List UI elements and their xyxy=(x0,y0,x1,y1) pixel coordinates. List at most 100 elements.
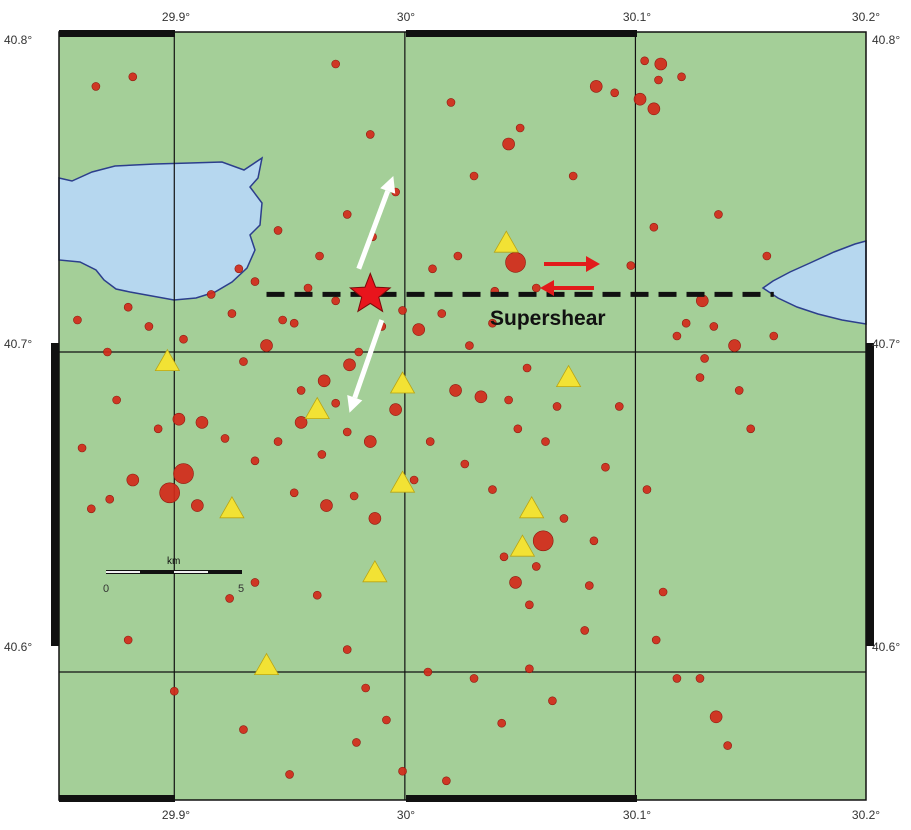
aftershock-event xyxy=(250,578,260,587)
aftershock-event xyxy=(734,386,744,395)
aftershock-event xyxy=(225,594,234,603)
aftershock-event xyxy=(654,57,668,71)
x-tick-bottom: 30° xyxy=(397,808,415,822)
x-tick-bottom: 29.9° xyxy=(162,808,190,822)
aftershock-event xyxy=(105,494,115,504)
aftershock-event xyxy=(412,323,425,336)
aftershock-event xyxy=(610,88,619,98)
frame-bar-top xyxy=(406,30,637,37)
aftershock-event xyxy=(442,776,451,786)
aftershock-event xyxy=(153,424,163,434)
aftershock-event xyxy=(428,264,437,274)
aftershock-event xyxy=(409,475,419,485)
aftershock-event xyxy=(312,590,322,600)
rupture-arrow-shaft xyxy=(352,319,385,399)
aftershock-event xyxy=(172,412,186,426)
aftershock-event xyxy=(320,499,333,512)
aftershock-event xyxy=(647,102,661,116)
aftershock-event xyxy=(179,334,188,344)
aftershock-event xyxy=(398,766,407,776)
aftershock-event xyxy=(714,210,723,219)
aftershock-event xyxy=(123,635,133,645)
aftershock-event xyxy=(474,390,488,404)
x-tick-top: 30° xyxy=(397,10,415,24)
aftershock-event xyxy=(502,137,515,151)
aftershock-event xyxy=(126,473,140,487)
aftershock-event xyxy=(709,322,719,331)
y-tick-left: 40.6° xyxy=(4,640,32,654)
aftershock-event xyxy=(239,725,248,734)
aftershock-event xyxy=(77,443,87,453)
y-tick-right: 40.7° xyxy=(872,337,900,351)
aftershock-event xyxy=(746,424,756,434)
aftershock-event xyxy=(368,512,382,525)
coordinate-grid xyxy=(59,32,866,800)
aftershock-event xyxy=(762,251,772,261)
frame-bar-right xyxy=(866,343,874,646)
aftershock-event xyxy=(365,130,375,139)
aftershock-event xyxy=(86,504,96,514)
frame-bar-top xyxy=(59,30,175,37)
aftershock-event xyxy=(465,341,474,350)
aftershock-event xyxy=(331,296,340,306)
aftershock-event xyxy=(343,358,356,372)
map-frame-bars xyxy=(51,30,874,802)
aftershock-event xyxy=(278,315,287,325)
aftershock-event xyxy=(315,251,324,261)
aftershock-event xyxy=(317,374,331,388)
aftershock-event xyxy=(361,683,370,693)
scale-bar-unit: km xyxy=(167,556,180,567)
aftershock-event xyxy=(250,277,260,286)
station-triangle-icon xyxy=(219,495,245,519)
aftershock-event xyxy=(289,488,299,498)
aftershock-event xyxy=(437,309,447,318)
aftershock-event xyxy=(398,306,407,315)
aftershock-event xyxy=(531,283,541,293)
x-tick-top: 30.1° xyxy=(623,10,651,24)
aftershock-event xyxy=(728,339,741,352)
aftershock-event xyxy=(342,645,352,654)
aftershock-event xyxy=(531,562,541,571)
station-triangle-icon xyxy=(154,348,181,372)
station-triangle-icon xyxy=(493,230,519,253)
rupture-arrow-shaft xyxy=(356,190,391,270)
aftershock-event xyxy=(672,331,682,341)
aftershock-event xyxy=(559,514,569,523)
scale-bar-end: 5 xyxy=(238,583,244,595)
aftershock-event xyxy=(289,318,299,328)
aftershock-event xyxy=(672,674,682,683)
aftershock-event xyxy=(273,226,283,235)
supershear-label: Supershear xyxy=(490,307,606,330)
aftershock-event xyxy=(695,373,705,382)
aftershock-event xyxy=(515,123,525,133)
aftershock-event xyxy=(239,357,248,366)
station-triangle-icon xyxy=(253,652,280,675)
aftershock-event xyxy=(769,331,779,341)
aftershock-event xyxy=(532,530,554,552)
aftershock-event xyxy=(112,395,121,405)
aftershock-event xyxy=(488,318,497,328)
aftershock-event xyxy=(497,718,506,728)
seismic-stations xyxy=(154,230,582,675)
aftershock-event xyxy=(681,318,691,328)
aftershock-event xyxy=(626,261,636,270)
aftershock-event xyxy=(548,696,557,706)
aftershock-event xyxy=(423,667,433,677)
aftershock-event xyxy=(552,402,562,411)
aftershock-event xyxy=(695,674,705,683)
aftershock-event xyxy=(709,710,723,724)
aftershock-event xyxy=(227,309,237,318)
water-body-east xyxy=(761,240,867,325)
aftershock-event xyxy=(589,80,603,93)
aftershock-event xyxy=(585,581,594,590)
aftershock-event xyxy=(700,354,709,363)
aftershock-event xyxy=(73,315,82,325)
aftershock-event xyxy=(723,741,732,750)
aftershock-event xyxy=(633,92,647,106)
aftershock-event xyxy=(342,210,352,219)
star-icon xyxy=(348,272,392,313)
aftershock-event xyxy=(128,72,138,82)
aftershock-event xyxy=(303,283,313,293)
x-tick-bottom: 30.2° xyxy=(852,808,880,822)
